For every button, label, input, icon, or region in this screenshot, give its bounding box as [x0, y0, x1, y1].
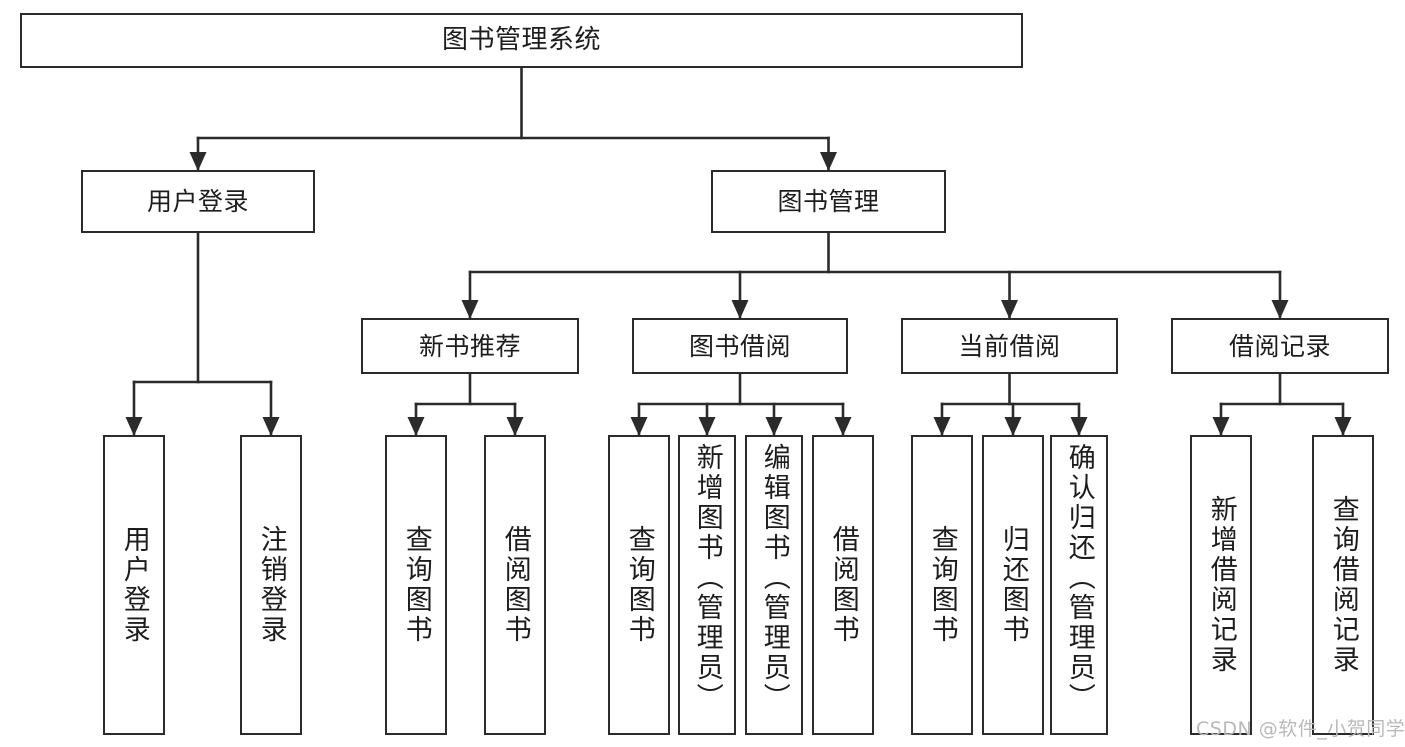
node-label: 图书管理: [777, 187, 880, 216]
node-label: 新增借阅记录: [1205, 495, 1237, 675]
arrowhead-icon: [834, 417, 852, 436]
level2-node-borrow-record[interactable]: 借阅记录: [1171, 318, 1389, 374]
node-label: 查询图书: [400, 525, 432, 645]
node-label: 借阅图书: [827, 525, 859, 645]
node-label: 注销登录: [255, 525, 287, 645]
node-label: 用户登录: [146, 187, 249, 216]
arrowhead-icon: [1001, 300, 1018, 319]
arrowhead-icon: [630, 417, 648, 436]
leaf-node-leaf-add-record[interactable]: 新增借阅记录: [1190, 435, 1252, 735]
arrowhead-icon: [1271, 300, 1289, 319]
leaf-node-leaf-user-login[interactable]: 用户登录: [103, 435, 165, 735]
arrowhead-icon: [933, 417, 951, 436]
node-label: 确认归还（管理员）: [1063, 443, 1095, 713]
arrowhead-icon: [1212, 417, 1230, 436]
node-label: 图书管理系统: [441, 25, 601, 56]
node-label: 新书推荐: [418, 331, 521, 361]
node-label: 借阅记录: [1228, 331, 1331, 361]
arrowhead-icon: [1004, 417, 1022, 436]
arrowhead-icon: [820, 152, 837, 171]
level2-node-current-borrow[interactable]: 当前借阅: [901, 318, 1118, 374]
arrowhead-icon: [407, 417, 425, 436]
leaf-node-leaf-query-record[interactable]: 查询借阅记录: [1312, 435, 1374, 735]
leaf-node-leaf-confirm-return[interactable]: 确认归还（管理员）: [1050, 435, 1108, 735]
root-node[interactable]: 图书管理系统: [20, 13, 1023, 68]
node-label: 当前借阅: [958, 331, 1061, 361]
arrowhead-icon: [1334, 417, 1352, 436]
leaf-node-leaf-query-book-b[interactable]: 查询图书: [608, 435, 670, 735]
node-label: 查询图书: [623, 525, 655, 645]
arrowhead-icon: [698, 417, 716, 436]
leaf-node-leaf-return-book[interactable]: 归还图书: [982, 435, 1044, 735]
arrowhead-icon: [506, 417, 524, 436]
watermark-label: CSDN @软件_小贺同学: [1196, 718, 1405, 740]
node-label: 用户登录: [118, 525, 150, 645]
node-label: 查询图书: [926, 525, 958, 645]
arrowhead-icon: [189, 152, 207, 171]
node-label: 借阅图书: [499, 525, 531, 645]
node-label: 归还图书: [997, 525, 1029, 645]
leaf-node-leaf-borrow-book-b[interactable]: 借阅图书: [812, 435, 874, 735]
arrowhead-icon: [262, 417, 280, 436]
node-label: 新增图书（管理员）: [691, 443, 723, 713]
leaf-node-leaf-query-book-rec[interactable]: 查询图书: [385, 435, 447, 735]
node-label: 图书借阅: [688, 331, 791, 361]
arrowhead-icon: [1070, 417, 1088, 436]
leaf-node-leaf-add-book[interactable]: 新增图书（管理员）: [678, 435, 736, 735]
leaf-node-leaf-edit-book[interactable]: 编辑图书（管理员）: [745, 435, 803, 735]
leaf-node-leaf-borrow-book-rec[interactable]: 借阅图书: [484, 435, 546, 735]
leaf-node-leaf-logout[interactable]: 注销登录: [240, 435, 302, 735]
arrowhead-icon: [765, 417, 783, 436]
arrowhead-icon: [125, 417, 143, 436]
node-label: 查询借阅记录: [1327, 495, 1359, 675]
level1-node-book-manage[interactable]: 图书管理: [711, 170, 946, 233]
leaf-node-leaf-query-book-c[interactable]: 查询图书: [911, 435, 973, 735]
level2-node-book-borrow[interactable]: 图书借阅: [632, 318, 848, 374]
node-label: 编辑图书（管理员）: [758, 443, 790, 713]
level2-node-new-book-rec[interactable]: 新书推荐: [361, 318, 579, 374]
arrowhead-icon: [731, 300, 749, 319]
level1-node-user-login[interactable]: 用户登录: [81, 170, 315, 233]
arrowhead-icon: [461, 300, 479, 319]
